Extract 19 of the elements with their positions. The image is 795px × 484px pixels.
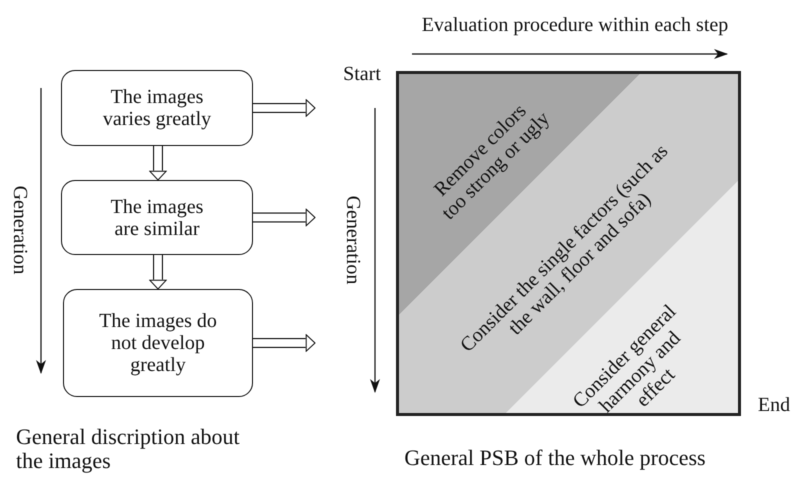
box-text: The images are similar <box>110 196 204 240</box>
block-arrow <box>253 99 316 117</box>
box-text: The images do not develop greatly <box>98 310 218 376</box>
axis-label: Generation <box>9 186 31 274</box>
box-text: The images varies greatly <box>102 86 212 130</box>
axis-label: Start <box>343 63 381 85</box>
diagonal-bands-panel <box>396 71 741 416</box>
process-box <box>63 289 253 397</box>
caption: General discription about the images <box>16 425 241 474</box>
axis-label: Evaluation procedure within each step <box>422 14 728 36</box>
axis-label: Generation <box>342 196 364 284</box>
block-arrow <box>253 334 316 352</box>
process-box <box>61 180 253 255</box>
axis-label: End <box>758 394 790 416</box>
block-arrow <box>149 146 167 180</box>
caption: General PSB of the whole process <box>404 446 706 470</box>
block-arrow <box>149 255 167 290</box>
block-arrow <box>253 208 316 226</box>
process-box <box>61 70 253 146</box>
